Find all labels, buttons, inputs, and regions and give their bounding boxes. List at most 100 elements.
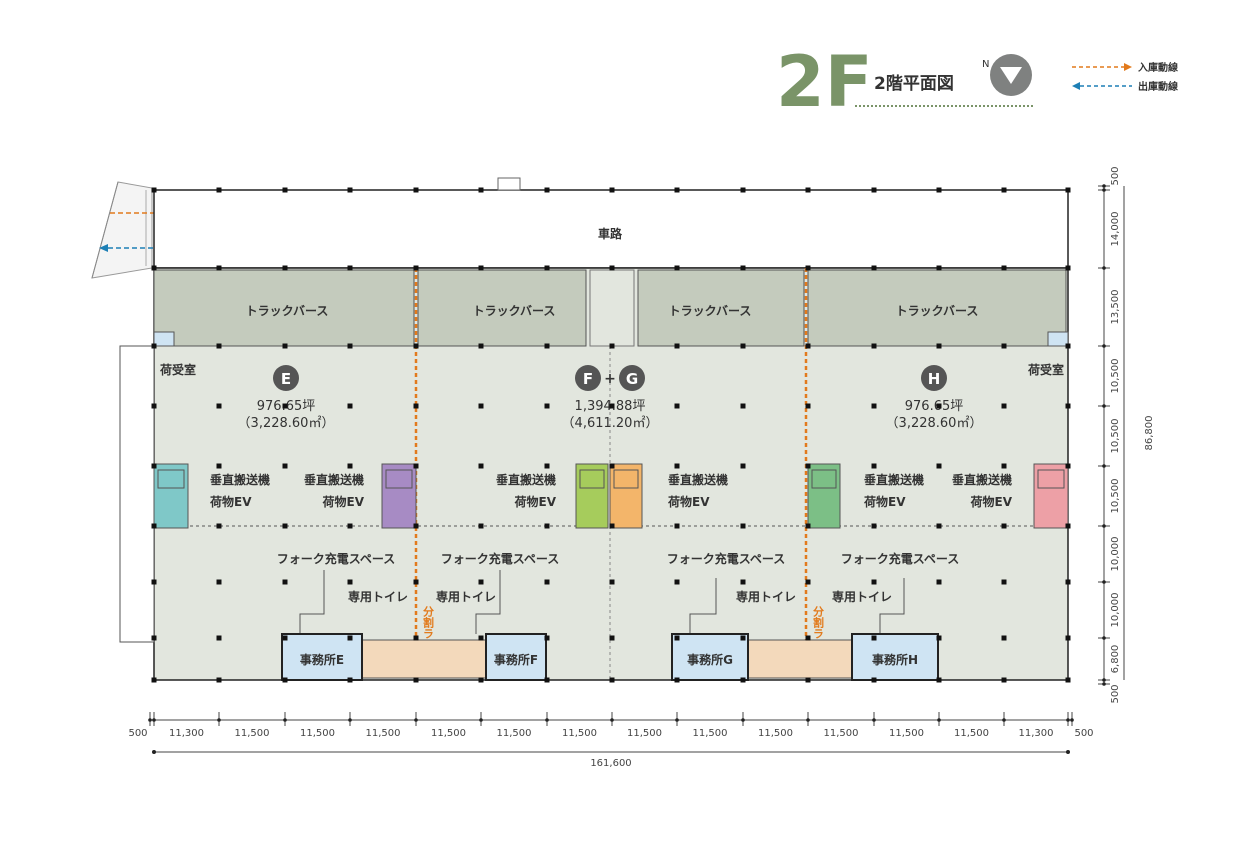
column-marker: [282, 343, 288, 349]
structural-columns: [151, 187, 1071, 683]
svg-text:事務所E: 事務所E: [300, 652, 344, 667]
offices: 事務所E 事務所F 事務所G 事務所H: [281, 633, 939, 681]
dimension-label: 11,500: [497, 728, 532, 739]
column-marker: [936, 265, 942, 271]
column-marker: [151, 635, 157, 641]
legend: 入庫動線 出庫動線: [1072, 61, 1178, 93]
dimension-label: 11,500: [300, 728, 335, 739]
dimension-right: 50014,00013,50010,50010,50010,50010,0001…: [1098, 166, 1121, 704]
column-marker: [478, 463, 484, 469]
column-marker: [740, 523, 746, 529]
column-marker: [674, 523, 680, 529]
column-marker: [216, 579, 222, 585]
column-marker: [216, 523, 222, 529]
column-marker: [347, 187, 353, 193]
unit-area-H: 976.65坪: [905, 399, 964, 414]
column-marker: [478, 635, 484, 641]
column-marker: [871, 579, 877, 585]
column-marker: [413, 265, 419, 271]
column-marker: [151, 677, 157, 683]
column-marker: [282, 187, 288, 193]
svg-text:事務所H: 事務所H: [872, 652, 918, 667]
column-marker: [1065, 403, 1071, 409]
column-marker: [871, 677, 877, 683]
dimension-label: 11,500: [758, 728, 793, 739]
svg-text:フォーク充電スペース: フォーク充電スペース: [667, 551, 786, 566]
berth-F: [417, 269, 587, 347]
column-marker: [151, 523, 157, 529]
svg-text:専用トイレ: 専用トイレ: [436, 589, 496, 604]
column-marker: [609, 579, 615, 585]
svg-text:事務所G: 事務所G: [687, 652, 733, 667]
column-marker: [674, 265, 680, 271]
column-marker: [282, 635, 288, 641]
column-marker: [413, 463, 419, 469]
column-marker: [413, 343, 419, 349]
column-marker: [740, 403, 746, 409]
berth-label-E: トラックバース: [246, 304, 329, 318]
floor-title: 2階平面図: [874, 74, 954, 94]
column-marker: [544, 635, 550, 641]
column-marker: [282, 265, 288, 271]
dimension-label: 11,300: [1019, 728, 1054, 739]
dimension-bottom: 500 11,300 11,500 11,500 11,500 11,500 11,500 1…: [128, 712, 1094, 739]
column-marker: [871, 403, 877, 409]
svg-text:荷物EV: 荷物EV: [209, 494, 252, 509]
column-marker: [609, 635, 615, 641]
dimension-label: 500: [128, 728, 147, 739]
column-marker: [871, 343, 877, 349]
column-marker: [871, 187, 877, 193]
svg-text:垂直搬送機: 垂直搬送機: [304, 472, 364, 487]
dimension-label: 10,500: [1110, 419, 1121, 454]
dimension-label: 11,300: [169, 728, 204, 739]
dimension-label: 10,000: [1110, 537, 1121, 572]
column-marker: [347, 579, 353, 585]
column-marker: [544, 265, 550, 271]
svg-text:H: H: [928, 370, 941, 388]
column-marker: [674, 463, 680, 469]
legend-inbound: 入庫動線: [1138, 61, 1178, 74]
legend-outbound: 出庫動線: [1138, 80, 1178, 93]
office-F: [485, 633, 547, 681]
column-marker: [1001, 463, 1007, 469]
dimension-label: 14,000: [1110, 212, 1121, 247]
column-marker: [674, 343, 680, 349]
column-marker: [674, 635, 680, 641]
dimension-right-total: 86,800: [1144, 416, 1155, 451]
receiving-room-right: 荷受室: [1027, 362, 1064, 377]
column-marker: [216, 343, 222, 349]
svg-text:専用トイレ: 専用トイレ: [348, 589, 408, 604]
receiving-room-right-box: [1047, 331, 1069, 347]
column-marker: [805, 187, 811, 193]
column-marker: [674, 579, 680, 585]
column-marker: [544, 579, 550, 585]
column-marker: [544, 523, 550, 529]
unit-area-m2-H: （3,228.60㎡）: [886, 416, 983, 431]
svg-text:専用トイレ: 専用トイレ: [736, 589, 796, 604]
column-marker: [413, 635, 419, 641]
column-marker: [740, 579, 746, 585]
svg-text:フォーク充電スペース: フォーク充電スペース: [277, 551, 396, 566]
dimension-label: 11,500: [431, 728, 466, 739]
column-marker: [347, 677, 353, 683]
column-marker: [1001, 187, 1007, 193]
column-marker: [478, 403, 484, 409]
column-marker: [1001, 403, 1007, 409]
unit-FG: F + G 1,394.88坪 （4,611.20㎡）: [562, 365, 658, 431]
equip-E: [153, 463, 189, 529]
column-marker: [478, 523, 484, 529]
svg-text:垂直搬送機: 垂直搬送機: [864, 472, 924, 487]
column-marker: [936, 635, 942, 641]
column-marker: [413, 677, 419, 683]
column-marker: [151, 187, 157, 193]
column-marker: [609, 403, 615, 409]
column-marker: [544, 343, 550, 349]
north-arrow-icon: N: [982, 54, 1032, 96]
floor-number: 2F: [776, 41, 873, 123]
berth-core: [589, 269, 635, 347]
dimension-label: 11,500: [366, 728, 401, 739]
column-marker: [1001, 579, 1007, 585]
column-marker: [936, 677, 942, 683]
column-marker: [871, 463, 877, 469]
